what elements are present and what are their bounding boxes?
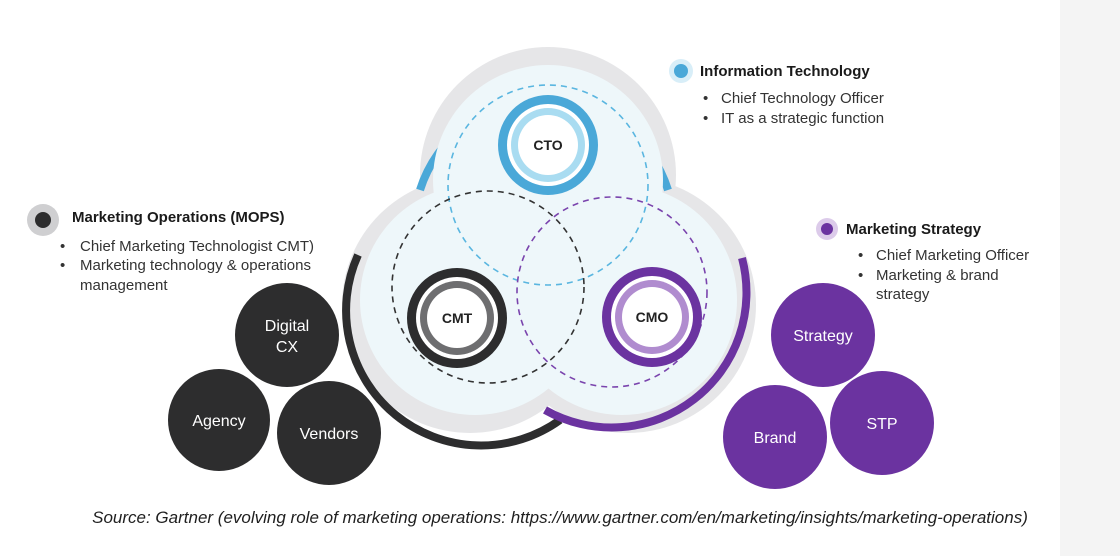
bubble-vendors bbox=[277, 381, 381, 485]
strategy-bullet-2-dot: • bbox=[858, 267, 863, 284]
strategy-bullet-2-cont: strategy bbox=[876, 286, 930, 303]
mops-legend-title: Marketing Operations (MOPS) bbox=[72, 209, 285, 226]
bubble-brand-label: Brand bbox=[754, 430, 797, 447]
bubble-digital-cx-line1: Digital bbox=[265, 318, 309, 335]
strategy-bullet-2: Marketing & brand bbox=[876, 267, 999, 284]
it-bullet-2: IT as a strategic function bbox=[721, 110, 884, 127]
cmt-label: CMT bbox=[442, 310, 473, 326]
it-legend-icon-dot bbox=[674, 64, 688, 78]
mops-legend: Marketing Operations (MOPS) • Chief Mark… bbox=[27, 204, 314, 294]
cmo-label: CMO bbox=[636, 309, 669, 325]
bubble-stp bbox=[830, 371, 934, 475]
it-legend-title: Information Technology bbox=[700, 63, 870, 80]
strategy-legend-title: Marketing Strategy bbox=[846, 221, 982, 238]
strategy-legend: Marketing Strategy • Chief Marketing Off… bbox=[816, 218, 1029, 303]
it-bullet-2-dot: • bbox=[703, 110, 708, 127]
it-legend: Information Technology • Chief Technolog… bbox=[669, 59, 884, 127]
mops-bullet-2-dot: • bbox=[60, 257, 65, 274]
dashed-circle-mops bbox=[391, 190, 585, 384]
strategy-bullet-1: Chief Marketing Officer bbox=[876, 247, 1029, 264]
bubble-digital-cx bbox=[235, 283, 339, 387]
bubble-strategy-label: Strategy bbox=[793, 328, 853, 345]
it-bullet-1-dot: • bbox=[703, 90, 708, 107]
strategy-bullet-1-dot: • bbox=[858, 247, 863, 264]
mops-bullet-1: Chief Marketing Technologist CMT) bbox=[80, 238, 314, 255]
bubble-vendors-label: Vendors bbox=[300, 426, 359, 443]
dashed-circle-it bbox=[447, 84, 649, 286]
mops-bullet-2: Marketing technology & operations bbox=[80, 257, 311, 274]
cmt-node-inner bbox=[427, 288, 487, 348]
strategy-arc bbox=[543, 256, 751, 432]
strategy-legend-icon-dot bbox=[821, 223, 833, 235]
cto-label: CTO bbox=[533, 137, 562, 153]
bubble-strategy bbox=[771, 283, 875, 387]
background-edge bbox=[1060, 0, 1120, 556]
it-bullet-1: Chief Technology Officer bbox=[721, 90, 884, 107]
mops-arc bbox=[342, 253, 563, 450]
mops-bullet-2-cont: management bbox=[80, 277, 168, 294]
bubble-brand bbox=[723, 385, 827, 489]
cto-node-inner bbox=[518, 115, 578, 175]
dashed-circle-strategy bbox=[516, 196, 708, 388]
bubble-agency bbox=[168, 369, 270, 471]
source-caption: Source: Gartner (evolving role of market… bbox=[92, 508, 1028, 527]
bubble-agency-label: Agency bbox=[192, 413, 245, 430]
mops-bullet-1-dot: • bbox=[60, 238, 65, 255]
bubble-stp-label: STP bbox=[866, 416, 897, 433]
cmo-node-inner bbox=[622, 287, 682, 347]
mops-legend-icon-dot bbox=[35, 212, 51, 228]
bubble-digital-cx-line2: CX bbox=[276, 339, 299, 356]
